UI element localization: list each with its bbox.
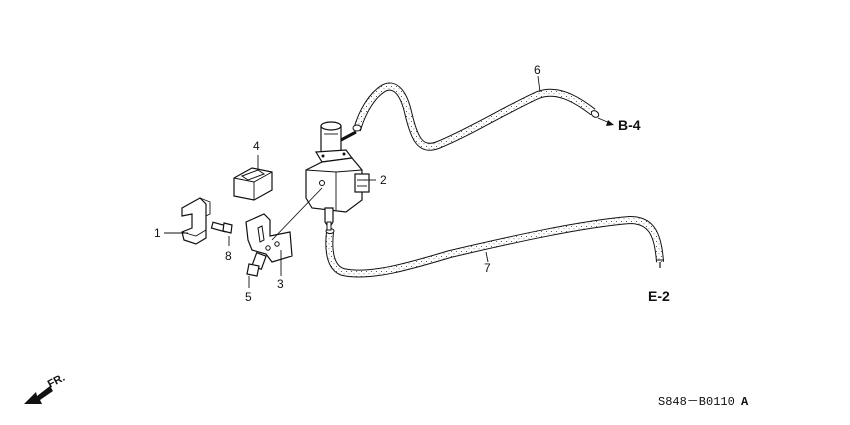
vacuum-hose-upper [352,82,600,151]
mounting-bracket [181,197,211,245]
callout-2: 2 [380,173,387,187]
callout-4: 4 [253,139,260,153]
solenoid-valve [305,121,370,231]
leader-lines [164,75,614,288]
callout-1: 1 [154,226,161,240]
callout-3: 3 [277,277,284,291]
callout-5: 5 [245,290,252,304]
ref-b4: B-4 [618,117,641,133]
ref-e2: E-2 [648,288,670,304]
callout-8: 8 [225,249,232,263]
callout-7: 7 [484,261,491,275]
diagram-code: S848－B0110 [658,395,735,409]
flange-bolt [210,221,233,234]
callout-6: 6 [534,63,541,77]
front-direction-label: FR. [46,372,67,391]
rubber-mount [233,167,273,201]
vacuum-hose-lower [325,215,664,278]
screw [246,251,267,277]
valve-stay [245,213,293,263]
front-arrow-icon [24,386,53,404]
diagram-code-suffix: A [741,395,749,409]
